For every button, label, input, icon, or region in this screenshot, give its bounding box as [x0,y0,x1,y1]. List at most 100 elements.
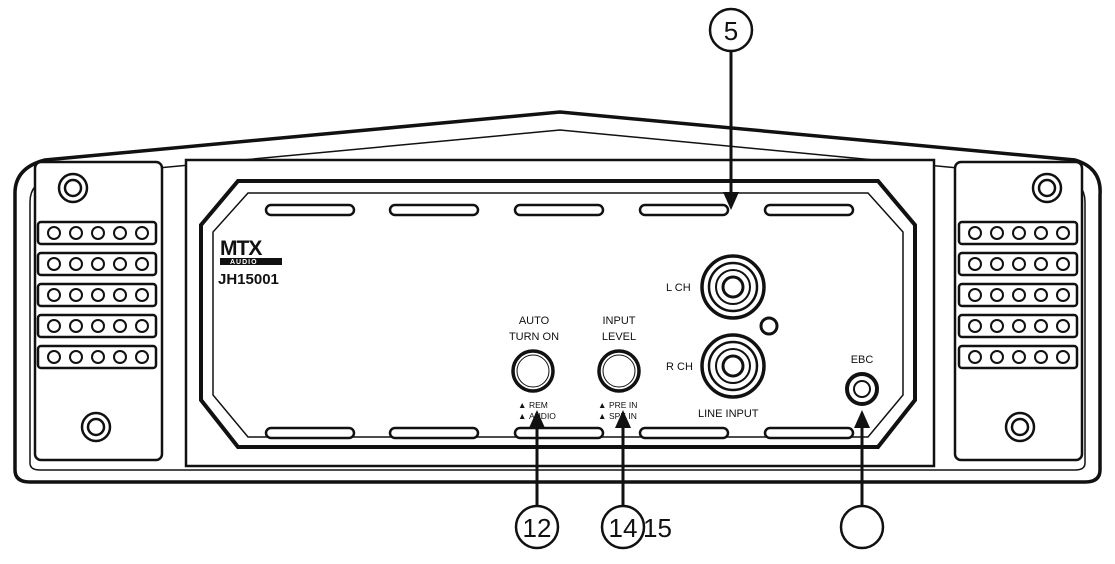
vent-hole-icon [135,319,149,333]
vent-hole-icon [69,226,83,240]
position-up-icon: ▲ [518,400,526,410]
screw-icon [1004,411,1036,443]
vent-hole-icon [990,350,1004,364]
auto-turn-on-option-1: REM [529,400,548,410]
vent-hole-icon [1056,226,1070,240]
arrow-down-icon [723,192,739,210]
vent-hole-icon [91,288,105,302]
left-heatsink [33,160,164,462]
vent-hole-icon [1056,257,1070,271]
vent-hole-icon [990,319,1004,333]
vent-hole-icon [47,319,61,333]
vent-hole-icon [69,288,83,302]
vent-hole-icon [968,319,982,333]
vent-hole-icon [135,226,149,240]
callout-14-number: 14 [609,513,638,543]
callout-5-number: 5 [724,16,738,46]
vent-hole-icon [47,257,61,271]
screw-icon [80,411,112,443]
vent-hole-icon [990,288,1004,302]
input-level-option-1: PRE IN [609,400,637,410]
vent-hole-icon [990,226,1004,240]
right-heatsink [953,160,1084,462]
vent-hole-icon [113,257,127,271]
vent-slot [763,426,855,440]
control-panel-frame [184,158,936,468]
rca-input-l[interactable]: L CH [666,254,766,320]
arrow-up-icon [615,410,631,428]
position-down-icon: ▲ [598,411,606,421]
input-level-label-1: INPUT [603,315,636,327]
screw-icon [1031,172,1063,204]
vent-hole-icon [91,319,105,333]
vent-slot [264,203,356,217]
input-level-switch[interactable]: INPUT LEVEL ▲ PRE IN ▲ SPK IN [597,315,641,421]
callout-12-number: 12 [523,513,552,543]
vent-hole-icon [69,350,83,364]
auto-turn-on-label-1: AUTO [519,315,550,327]
r-ch-label: R CH [666,361,693,373]
vent-hole-icon [1012,319,1026,333]
vent-hole-icon [1056,319,1070,333]
vent-hole-icon [113,350,127,364]
callout-12: 12 [514,410,560,550]
auto-turn-on-label-2: TURN ON [509,331,559,343]
vent-hole-icon [135,350,149,364]
vent-hole-icon [69,319,83,333]
vent-hole-icon [968,288,982,302]
vent-slot [388,203,480,217]
vent-hole-icon [1012,288,1026,302]
rca-input-r[interactable]: R CH [666,333,766,399]
auto-turn-on-switch[interactable]: AUTO TURN ON ▲ REM ▲ AUDIO [509,315,559,421]
line-input-label: LINE INPUT [698,408,759,420]
callout-15-number: 15 [643,513,672,543]
position-down-icon: ▲ [518,411,526,421]
vent-hole-icon [47,288,61,302]
vent-hole-icon [968,257,982,271]
callout-14: 14 15 [600,410,672,550]
vent-hole-icon [113,319,127,333]
vent-hole-icon [91,350,105,364]
vent-hole-icon [135,288,149,302]
input-level-label-2: LEVEL [602,331,636,343]
vent-hole-icon [990,257,1004,271]
vent-hole-icon [1056,350,1070,364]
vent-hole-icon [91,226,105,240]
vent-hole-icon [1034,257,1048,271]
vent-hole-icon [1034,350,1048,364]
model-number: JH15001 [218,271,279,288]
vent-hole-icon [47,226,61,240]
arrow-up-icon [854,410,870,428]
vent-slot [638,426,730,440]
vent-slot [513,426,605,440]
vent-hole-icon [1056,288,1070,302]
auto-turn-on-option-2: AUDIO [529,411,556,421]
vent-hole-icon [1034,226,1048,240]
brand-logo-sub: AUDIO [230,259,258,266]
vent-slot [513,203,605,217]
vent-slot [388,426,480,440]
vent-hole-icon [968,226,982,240]
vent-hole-icon [113,226,127,240]
l-ch-label: L CH [666,282,691,294]
position-up-icon: ▲ [598,400,606,410]
vent-hole-icon [968,350,982,364]
vent-hole-icon [1034,288,1048,302]
screw-icon [57,172,89,204]
vent-hole-icon [1012,226,1026,240]
vent-hole-icon [113,288,127,302]
vent-slot [638,203,730,217]
callout-5: 5 [708,7,754,210]
ebc-label: EBC [851,354,874,366]
brand-block: MTX AUDIO JH15001 [218,237,282,288]
vent-hole-icon [135,257,149,271]
vent-slot [264,426,356,440]
callout-empty [839,410,885,550]
ebc-port[interactable]: EBC [845,354,879,406]
vent-hole-icon [1012,350,1026,364]
vent-hole-icon [1012,257,1026,271]
arrow-up-icon [529,410,545,428]
vent-hole-icon [1034,319,1048,333]
vent-hole-icon [47,350,61,364]
